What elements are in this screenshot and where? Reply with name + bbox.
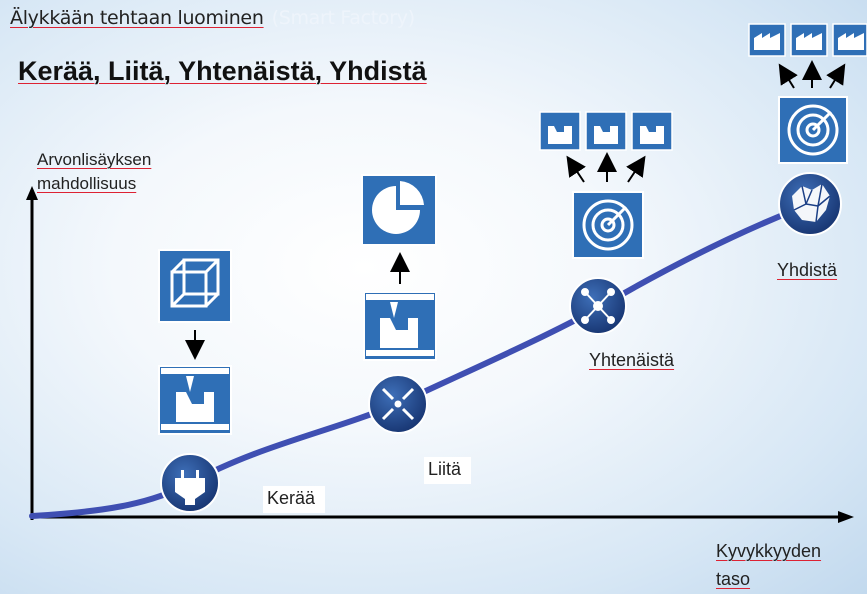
radar-icon [778,96,848,164]
stage-label-kerää: Kerää [263,486,326,513]
y-axis-arrow [26,186,38,200]
pie-chart-icon [361,174,437,246]
x-axis-label-line1: Kyvykkyyden [716,541,822,561]
network-icon [581,288,615,324]
arrow-up-3c [626,155,646,183]
machine-icon [363,291,437,361]
subtitle-faded-text: (Smart Factory) [271,7,416,29]
stage-yhdistä [748,23,867,236]
stage-label-yhtenäistä: Yhtenäistä [589,350,675,370]
stage-label-yhdistä: Yhdistä [777,260,838,280]
stage-liitä [361,174,437,434]
y-axis-label-line1: Arvonlisäyksen [37,150,152,169]
mesh-icon [792,183,831,223]
factory-icon [748,23,786,57]
subtitle-text: Älykkään tehtaan luominen [10,7,264,29]
arrow-up-4c [826,63,846,89]
machine-icon [631,111,673,151]
factory-icon [832,23,867,57]
y-axis-label-line2: mahdollisuus [37,174,137,193]
machine-icon [539,111,581,151]
plug-icon [175,470,205,505]
radar-icon [572,191,644,259]
page-title: Kerää, Liitä, Yhtenäistä, Yhdistä [18,56,427,86]
arrow-up-3a [566,155,586,183]
machine-icon [585,111,627,151]
subtitle: Älykkään tehtaan luominen (Smart Factory) [10,7,415,29]
converge-arrows-icon [381,387,415,421]
factory-icon [790,23,828,57]
arrow-up-4a [778,63,798,89]
cube-icon [158,249,232,323]
x-axis-label: Kyvykkyyden taso [716,537,821,593]
stage-label-liitä: Liitä [424,457,472,484]
y-axis-label: Arvonlisäyksen mahdollisuus [37,148,151,196]
machine-icon [158,365,232,435]
stage-yhtenäistä [539,111,673,335]
stage-kerää [158,249,232,513]
x-axis-arrow [838,511,854,523]
x-axis-label-line2: taso [716,569,751,589]
